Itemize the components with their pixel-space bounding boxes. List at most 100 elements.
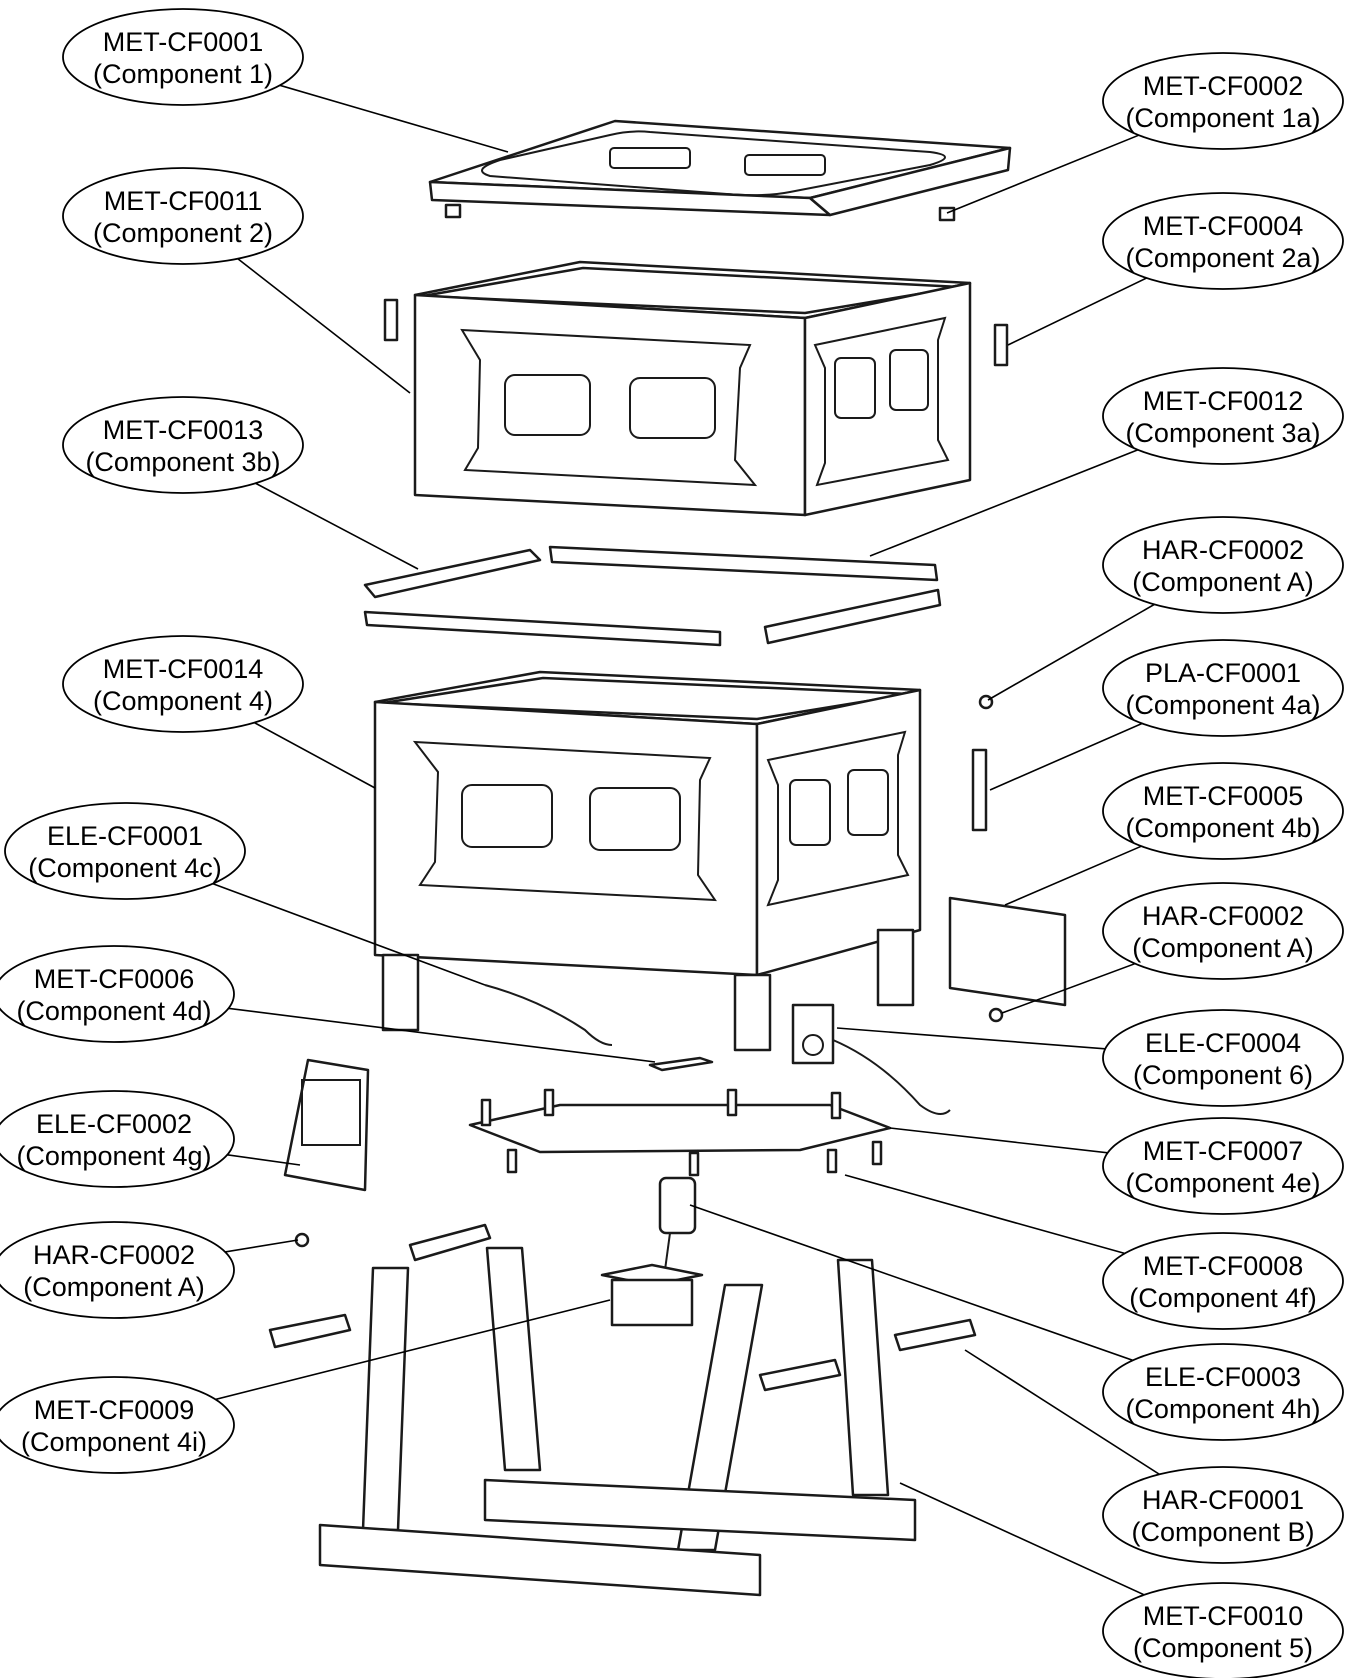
panel-part	[948, 896, 1067, 1007]
callout-label: MET-CF0012(Component 3a)	[1102, 367, 1344, 465]
callout-label: HAR-CF0002(Component A)	[0, 1221, 235, 1319]
part-code: HAR-CF0002	[1142, 535, 1304, 565]
callout-ellipse	[1102, 52, 1344, 150]
callout-label: MET-CF0001(Component 1)	[62, 8, 304, 106]
component-label: (Component 3a)	[1125, 418, 1320, 448]
callout-ellipse	[1102, 639, 1344, 737]
part-code: MET-CF0014	[103, 654, 264, 684]
component-label: (Component 5)	[1133, 1633, 1313, 1663]
plastic-strip-part	[971, 748, 988, 832]
callout-label: MET-CF0004(Component 2a)	[1102, 192, 1344, 290]
callout-ellipse	[1102, 1117, 1344, 1215]
bracket-part	[648, 1056, 714, 1072]
component-label: (Component 1a)	[1125, 103, 1320, 133]
callout-ellipse	[1102, 367, 1344, 465]
callout-label: MET-CF0006(Component 4d)	[0, 945, 235, 1043]
callout-ellipse	[62, 8, 304, 106]
callout-ellipse	[1102, 1582, 1344, 1678]
callout-ellipse	[0, 1376, 235, 1474]
callout-ellipse	[1102, 882, 1344, 980]
callout-ellipse	[1102, 1466, 1344, 1564]
callout-label: ELE-CF0002(Component 4g)	[0, 1090, 235, 1188]
part-code: MET-CF0006	[34, 964, 195, 994]
part-code: ELE-CF0003	[1145, 1362, 1301, 1392]
rail-parts	[363, 545, 942, 647]
part-code: MET-CF0013	[103, 415, 264, 445]
component-label: (Component 4a)	[1125, 690, 1320, 720]
part-code: ELE-CF0002	[36, 1109, 192, 1139]
part-code: HAR-CF0002	[33, 1240, 195, 1270]
part-code: MET-CF0012	[1143, 386, 1304, 416]
component-label: (Component 6)	[1133, 1060, 1313, 1090]
component-label: (Component 4i)	[21, 1427, 207, 1457]
callout-label: MET-CF0011(Component 2)	[62, 167, 304, 265]
component-label: (Component 4h)	[1125, 1394, 1320, 1424]
component-label: (Component A)	[23, 1272, 205, 1302]
base-plate-part	[468, 1088, 892, 1177]
part-code: MET-CF0005	[1143, 781, 1304, 811]
component-label: (Component 4c)	[28, 853, 222, 883]
lid-part	[428, 119, 1012, 222]
component-label: (Component A)	[1132, 567, 1314, 597]
callout-ellipse	[0, 945, 235, 1043]
component-label: (Component A)	[1132, 933, 1314, 963]
callout-layer: MET-CF0001(Component 1)MET-CF0002(Compon…	[0, 8, 1344, 1678]
part-code: MET-CF0002	[1143, 71, 1304, 101]
pin-parts	[268, 1223, 977, 1392]
callout-label: HAR-CF0002(Component A)	[1102, 516, 1344, 614]
part-code: PLA-CF0001	[1145, 658, 1301, 688]
callout-label: ELE-CF0001(Component 4c)	[4, 802, 246, 900]
component-label: (Component 1)	[93, 59, 273, 89]
part-code: MET-CF0004	[1143, 211, 1304, 241]
part-code: ELE-CF0001	[47, 821, 203, 851]
part-code: MET-CF0007	[1143, 1136, 1304, 1166]
component-label: (Component 4b)	[1125, 813, 1320, 843]
upper-box-part	[383, 260, 1009, 517]
component-label: (Component 3b)	[85, 447, 280, 477]
hinged-frame-part	[283, 1058, 370, 1192]
callout-label: HAR-CF0002(Component A)	[1102, 882, 1344, 980]
callout-ellipse	[62, 396, 304, 494]
callout-label: MET-CF0007(Component 4e)	[1102, 1117, 1344, 1215]
callout-label: ELE-CF0004(Component 6)	[1102, 1009, 1344, 1107]
callout-label: MET-CF0010(Component 5)	[1102, 1582, 1344, 1678]
callout-ellipse	[1102, 192, 1344, 290]
callout-ellipse	[1102, 516, 1344, 614]
callout-label: MET-CF0014(Component 4)	[62, 635, 304, 733]
part-code: MET-CF0009	[34, 1395, 195, 1425]
part-code: MET-CF0011	[104, 186, 263, 216]
callout-ellipse	[0, 1090, 235, 1188]
callout-label: ELE-CF0003(Component 4h)	[1102, 1343, 1344, 1441]
legs-part	[318, 1246, 917, 1597]
part-code: MET-CF0008	[1143, 1251, 1304, 1281]
switch-box-part	[791, 1003, 951, 1115]
callout-ellipse	[4, 802, 246, 900]
lower-box-part	[373, 670, 922, 1052]
component-label: (Component B)	[1131, 1517, 1314, 1547]
part-code: HAR-CF0001	[1142, 1485, 1304, 1515]
callout-label: HAR-CF0001(Component B)	[1102, 1466, 1344, 1564]
component-label: (Component 4e)	[1125, 1168, 1320, 1198]
component-label: (Component 2a)	[1125, 243, 1320, 273]
callout-label: MET-CF0008(Component 4f)	[1102, 1232, 1344, 1330]
callout-label: MET-CF0002(Component 1a)	[1102, 52, 1344, 150]
callout-ellipse	[62, 635, 304, 733]
part-code: ELE-CF0004	[1145, 1028, 1301, 1058]
component-label: (Component 4d)	[16, 996, 211, 1026]
callout-label: MET-CF0013(Component 3b)	[62, 396, 304, 494]
callout-ellipse	[0, 1221, 235, 1319]
callout-ellipse	[1102, 762, 1344, 860]
callout-ellipse	[1102, 1009, 1344, 1107]
cup-part	[600, 1263, 704, 1327]
component-label: (Component 4g)	[16, 1141, 211, 1171]
callout-label: PLA-CF0001(Component 4a)	[1102, 639, 1344, 737]
callout-ellipse	[1102, 1343, 1344, 1441]
wire-part	[484, 984, 613, 1046]
callout-label: MET-CF0009(Component 4i)	[0, 1376, 235, 1474]
component-label: (Component 4)	[93, 686, 273, 716]
component-label: (Component 4f)	[1129, 1283, 1317, 1313]
component-label: (Component 2)	[93, 218, 273, 248]
callout-ellipse	[1102, 1232, 1344, 1330]
